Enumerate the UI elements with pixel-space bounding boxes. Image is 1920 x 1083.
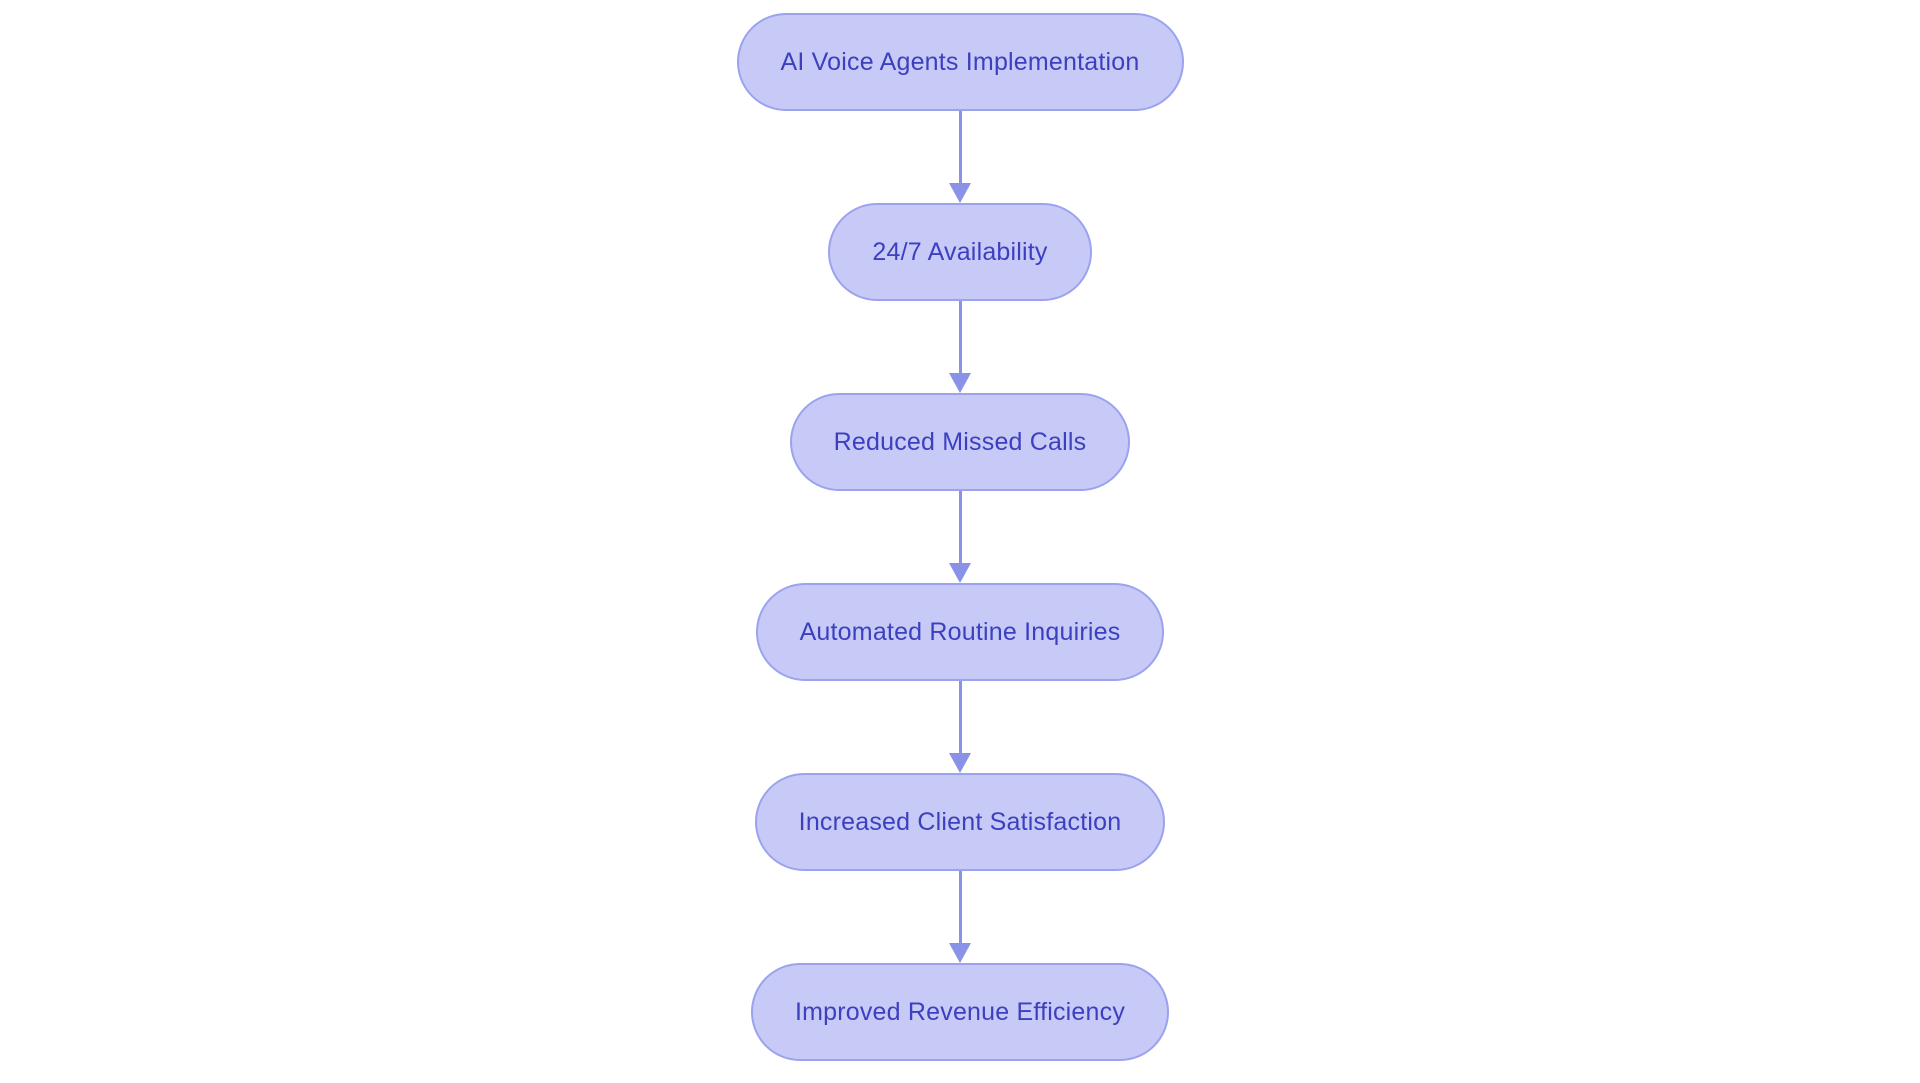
flow-node-24-7-availability: 24/7 Availability: [828, 203, 1092, 301]
arrow-head: [949, 183, 971, 203]
flow-node-increased-client-satisfaction: Increased Client Satisfaction: [754, 773, 1166, 871]
flow-node-label: 24/7 Availability: [872, 237, 1048, 266]
flow-node-label: Increased Client Satisfaction: [798, 807, 1122, 836]
arrow-line: [958, 111, 962, 183]
arrow-head: [949, 943, 971, 963]
arrow-down-icon: [949, 301, 971, 393]
arrow-head: [949, 753, 971, 773]
arrow-down-icon: [949, 871, 971, 963]
arrow-down-icon: [949, 111, 971, 203]
arrow-down-icon: [949, 681, 971, 773]
flow-node-improved-revenue-efficiency: Improved Revenue Efficiency: [750, 963, 1170, 1061]
arrow-down-icon: [949, 491, 971, 583]
flow-node-automated-routine-inquiries: Automated Routine Inquiries: [755, 583, 1165, 681]
flow-node-label: Improved Revenue Efficiency: [794, 997, 1126, 1026]
flow-node-label: AI Voice Agents Implementation: [780, 47, 1140, 76]
arrow-line: [958, 871, 962, 943]
arrow-line: [958, 301, 962, 373]
arrow-line: [958, 681, 962, 753]
arrow-head: [949, 373, 971, 393]
arrow-line: [958, 491, 962, 563]
flow-node-label: Automated Routine Inquiries: [799, 617, 1121, 646]
flow-node-label: Reduced Missed Calls: [833, 427, 1087, 456]
flow-node-reduced-missed-calls: Reduced Missed Calls: [789, 393, 1131, 491]
flow-node-ai-voice-agents-implementation: AI Voice Agents Implementation: [736, 13, 1184, 111]
arrow-head: [949, 563, 971, 583]
